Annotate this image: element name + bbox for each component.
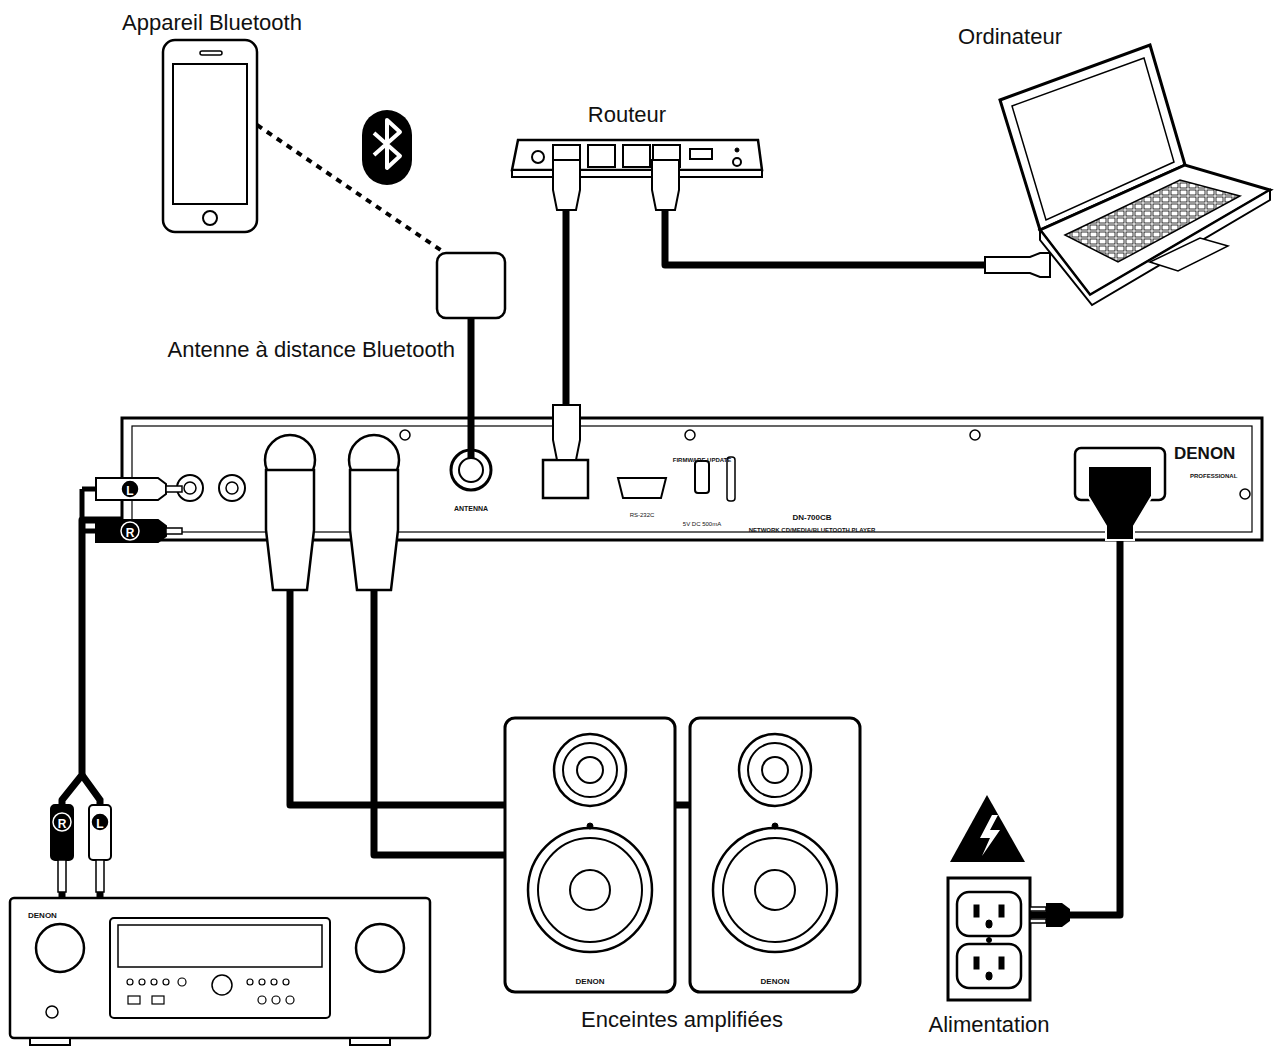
text-slot: DENON — [240, 970, 940, 988]
text-slot: Enceintes amplifiées — [332, 1007, 1032, 1032]
outlet-drawing — [948, 795, 1070, 1000]
cable — [374, 540, 505, 855]
channel-letter: L — [126, 485, 133, 499]
text-slot: NETWORK CD/MEDIA/BLUETOOTH PLAYER — [462, 518, 1162, 536]
text-slot: Routeur — [277, 102, 977, 127]
channel-letter: R — [126, 527, 135, 541]
text-slot: PROFESSIONAL — [1190, 464, 1276, 482]
power-outlet: Alimentation — [948, 878, 1030, 1000]
router-drawing — [512, 140, 762, 210]
text-slot: Antenne à distance Bluetooth — [0, 337, 455, 362]
text-slot: FIRMWARE UPDATE — [352, 448, 1052, 466]
speakers-caption: Enceintes amplifiées — [581, 1007, 783, 1032]
speaker-drawings — [505, 718, 860, 992]
text-slot: Ordinateur — [660, 24, 1276, 49]
antenna-drawing — [437, 253, 505, 318]
panel-marking: DENON — [1174, 444, 1235, 464]
device-label: DENON — [761, 977, 790, 986]
panel-marking: 5V DC 500mA — [683, 521, 721, 528]
panel-marking: FIRMWARE UPDATE — [673, 457, 732, 464]
rca-plugs — [51, 775, 111, 898]
text-slot: 5V DC 500mA — [352, 512, 1052, 530]
text-slot: R — [0, 814, 412, 832]
text-slot: DENON — [28, 904, 728, 922]
panel-marking: PROFESSIONAL — [1190, 473, 1237, 480]
player-drawing — [82, 405, 1262, 590]
device-label: DENON — [28, 911, 57, 920]
channel-letter: R — [58, 818, 67, 832]
panel-marking: ANTENNA — [454, 505, 488, 513]
text-slot: DN-700CB — [462, 506, 1162, 524]
device-label: Ordinateur — [958, 24, 1062, 49]
bluetooth-antenna: Antenne à distance Bluetooth — [437, 253, 505, 318]
device-label: Antenne à distance Bluetooth — [168, 337, 455, 362]
text-slot: DENON — [1174, 444, 1276, 464]
cable — [468, 318, 475, 418]
panel-marking: DN-700CB — [792, 513, 831, 522]
bluetooth-device: Appareil Bluetooth — [163, 40, 257, 232]
channel-letter: L — [96, 818, 103, 832]
text-slot: RS-232C — [292, 503, 992, 521]
cable — [1030, 540, 1120, 915]
text-slot: Alimentation — [639, 1012, 1276, 1037]
phone-drawing — [163, 40, 257, 232]
bluetooth-symbol — [362, 110, 412, 185]
text-slot: L — [0, 814, 450, 832]
powered-speaker: DENON — [690, 718, 860, 992]
cable — [665, 177, 985, 265]
text-slot: R — [0, 523, 480, 541]
panel-marking: NETWORK CD/MEDIA/BLUETOOTH PLAYER — [749, 527, 876, 534]
receiver-drawing — [10, 898, 430, 1045]
text-slot: Appareil Bluetooth — [0, 10, 562, 35]
media-player: ANTENNA RS-232C FIRMWARE UPDATE 5V DC 500mA… — [122, 418, 1262, 540]
powered-speaker: DENON — [505, 718, 675, 992]
wireless-link — [257, 125, 445, 253]
text-slot: DENON — [425, 970, 1125, 988]
device-label: Routeur — [588, 102, 666, 127]
cable — [563, 177, 570, 418]
device-label: DENON — [576, 977, 605, 986]
computer: Ordinateur — [985, 40, 1272, 305]
laptop-drawing — [985, 45, 1270, 305]
device-label: Appareil Bluetooth — [122, 10, 302, 35]
av-receiver: DENON — [10, 898, 430, 1045]
text-slot: L — [0, 481, 480, 499]
device-label: Alimentation — [928, 1012, 1049, 1037]
router: Routeur — [512, 137, 762, 177]
text-slot: ANTENNA — [121, 497, 821, 515]
panel-marking: RS-232C — [630, 512, 655, 519]
